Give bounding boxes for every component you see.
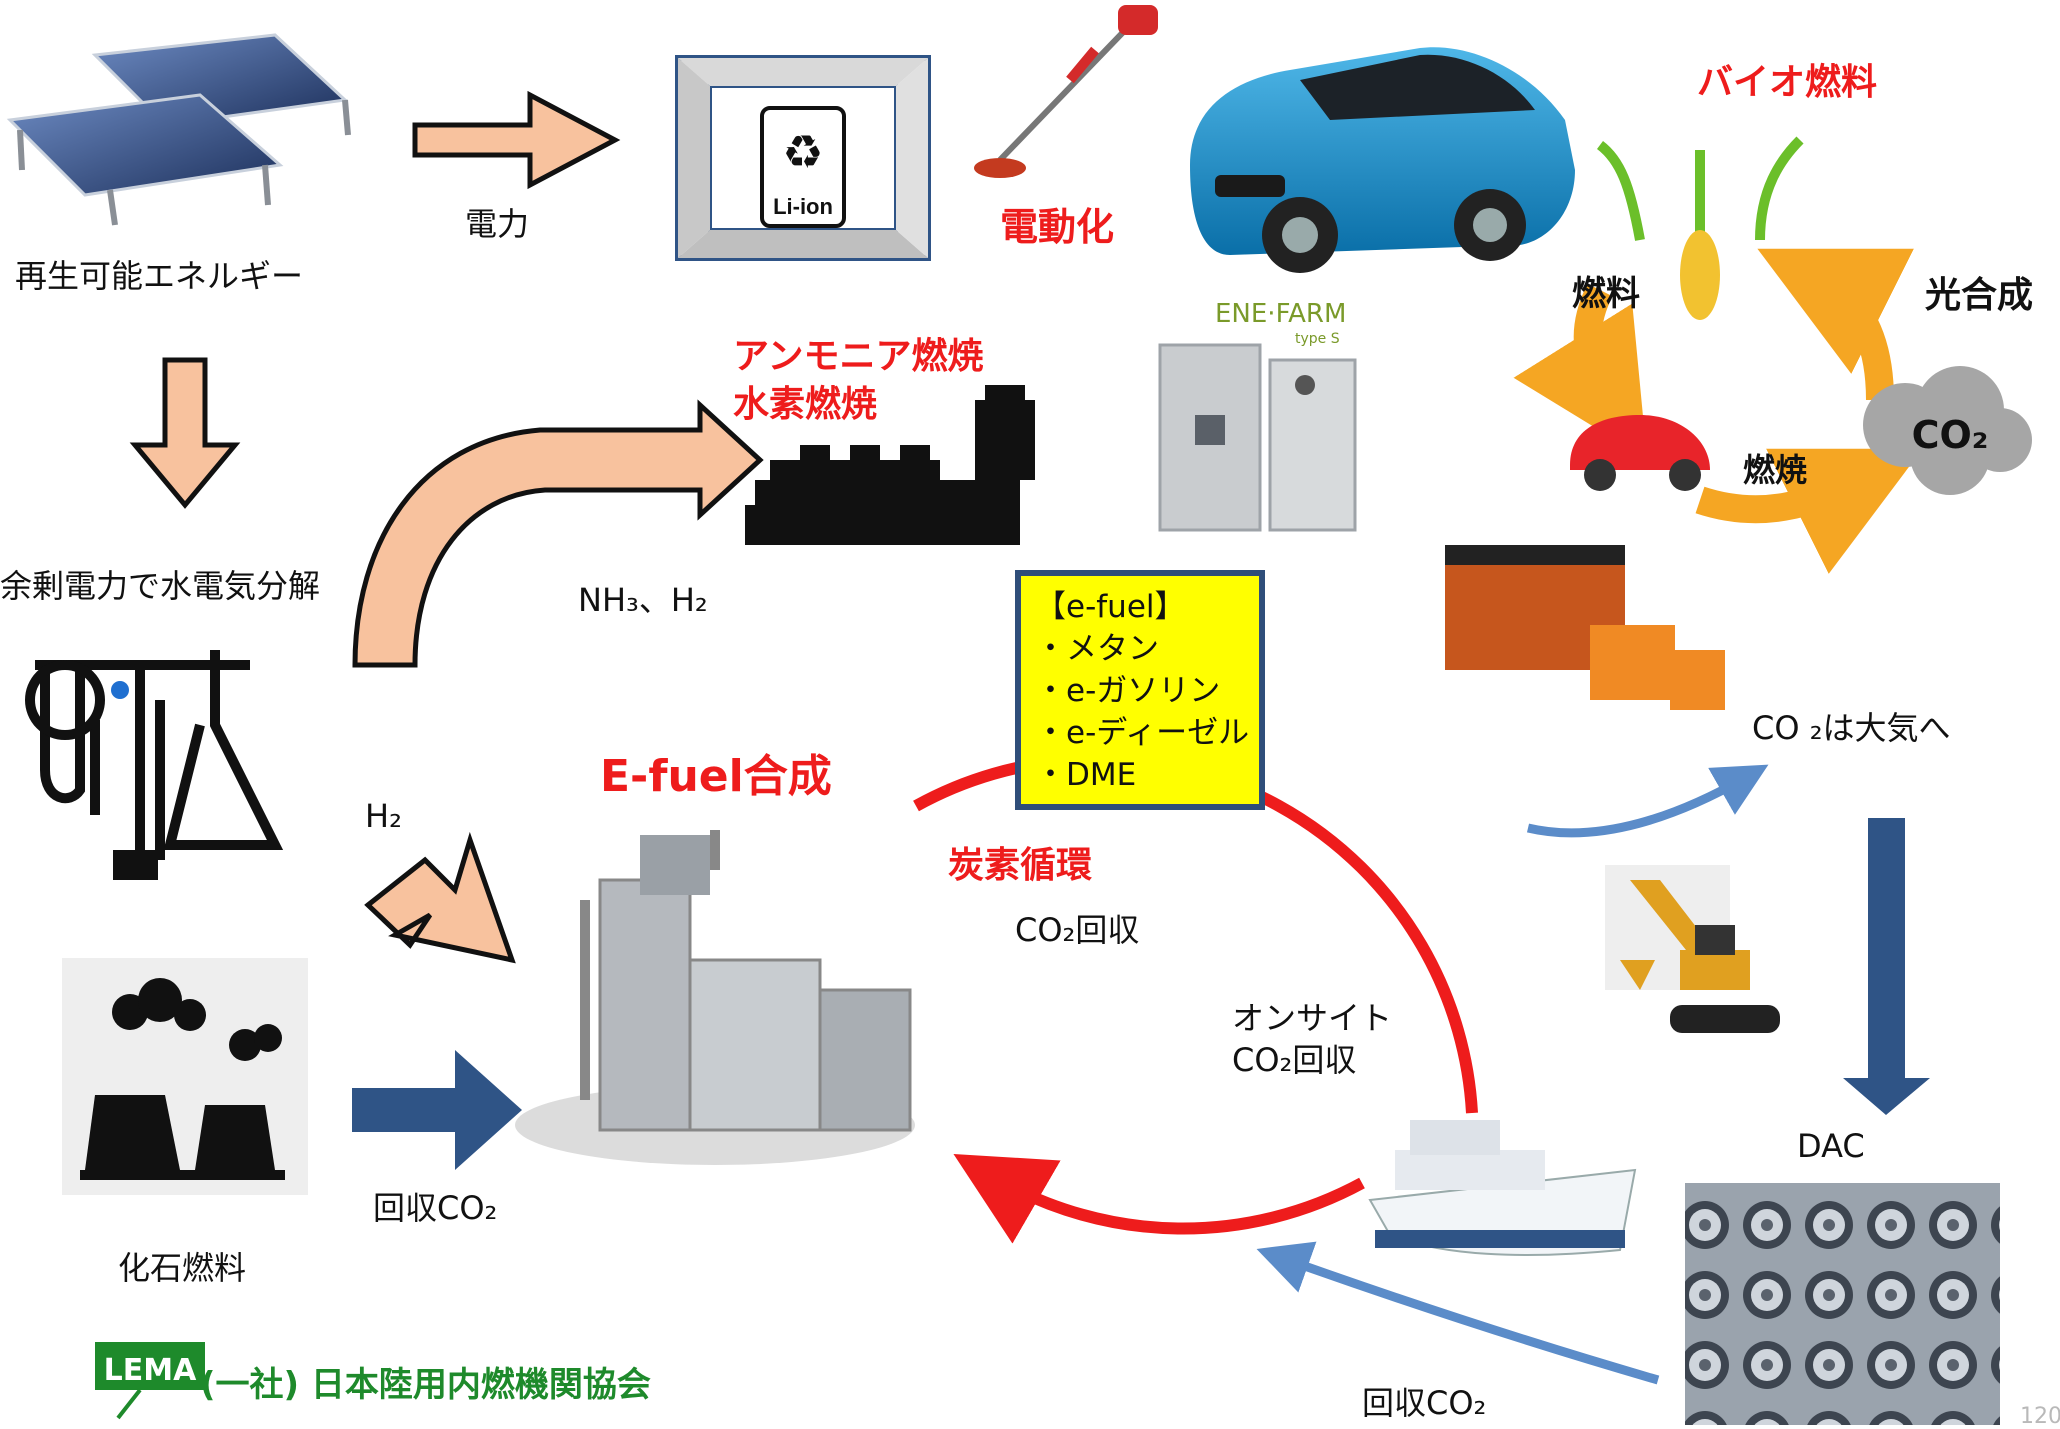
ammonia-combustion-label: アンモニア燃焼 xyxy=(733,336,984,377)
fuel-label: 燃料 xyxy=(1572,274,1640,314)
electrolysis-apparatus-icon xyxy=(25,650,284,880)
h2-arrow xyxy=(364,831,516,964)
efuel-plant-image xyxy=(515,830,915,1165)
combustion-label: 燃焼 xyxy=(1743,451,1808,489)
lema-logo-icon xyxy=(95,1342,205,1420)
li-ion-text: Li-ion xyxy=(773,194,833,219)
dac-label: DAC xyxy=(1797,1127,1865,1165)
carbon-cycle-arc xyxy=(913,753,1478,1114)
generator-image xyxy=(1445,545,1725,710)
recovered-co2-left-label: 回収CO₂ xyxy=(373,1189,498,1227)
recovered-co2-return-arrow xyxy=(1256,1241,1660,1385)
page-number: 120 xyxy=(2020,1404,2060,1429)
efuel-box-title: 【e-fuel】 xyxy=(1035,589,1186,625)
lema-logo-text: LEMA xyxy=(104,1353,197,1388)
renewable-energy-label: 再生可能エネルギー xyxy=(15,257,304,295)
dac-down-arrow xyxy=(1843,818,1930,1115)
co2-capture-label: CO₂回収 xyxy=(1015,911,1140,949)
hydrogen-combustion-label: 水素燃焼 xyxy=(733,384,878,425)
onsite-label: オンサイト xyxy=(1232,999,1393,1037)
efuel-products-box: 【e-fuel】 ・メタン ・e-ガソリン ・e-ディーゼル ・DME xyxy=(1015,570,1265,810)
carbon-cycle-label: 炭素循環 xyxy=(948,845,1093,886)
biofuel-label: バイオ燃料 xyxy=(1697,62,1878,103)
efuel-item-e-gasoline: ・e-ガソリン xyxy=(1035,673,1221,709)
enefarm-type-text: type S xyxy=(1295,331,1340,347)
fossil-fuel-label: 化石燃料 xyxy=(118,1249,247,1287)
co2-to-air-arrow xyxy=(1526,764,1769,838)
dac-facility-image xyxy=(1685,1183,2000,1425)
power-arrow xyxy=(412,90,621,190)
electrification-label: 電動化 xyxy=(1000,205,1115,249)
co2-cloud-label: CO₂ xyxy=(1912,413,1989,457)
solar-panel-image xyxy=(6,33,351,226)
recovered-co2-arrow xyxy=(352,1050,522,1170)
enefarm-image xyxy=(1158,343,1357,532)
recovered-co2-bottom-label: 回収CO₂ xyxy=(1362,1384,1487,1422)
svg-text:♻: ♻ xyxy=(782,125,823,179)
biofuel-cycle-image xyxy=(1513,136,2032,574)
trimmer-image xyxy=(974,5,1158,178)
ammonia-hydrogen-arrow xyxy=(352,399,764,668)
excavator-image xyxy=(1605,865,1780,1033)
co2-cloud-icon xyxy=(1863,366,2032,495)
li-ion-battery-icon: ♻ xyxy=(675,55,931,261)
ship-image xyxy=(1368,1120,1637,1256)
engine-icon xyxy=(745,385,1035,545)
organization-name: (一社) 日本陸用内燃機関協会 xyxy=(200,1365,651,1405)
power-label: 電力 xyxy=(465,205,530,243)
efuel-item-e-diesel: ・e-ディーゼル xyxy=(1035,715,1250,751)
enefarm-logo-text: ENE·FARM xyxy=(1215,299,1346,329)
carbon-cycle-return-arrow xyxy=(953,1153,1365,1244)
onsite-capture-label: CO₂回収 xyxy=(1232,1041,1357,1079)
efuel-synthesis-label: E-fuel合成 xyxy=(600,751,832,802)
surplus-electrolysis-label: 余剰電力で水電気分解 xyxy=(0,567,321,605)
electric-car-image xyxy=(1190,47,1575,273)
electrode-dot xyxy=(111,681,129,699)
fossil-fuel-plant-icon xyxy=(62,958,308,1195)
nh3-h2-label: NH₃、H₂ xyxy=(578,581,708,619)
h2-label: H₂ xyxy=(365,797,402,835)
efuel-item-methane: ・メタン xyxy=(1035,631,1159,667)
electrolysis-down-arrow xyxy=(129,357,241,509)
efuel-item-dme: ・DME xyxy=(1035,757,1137,793)
co2-to-air-label: CO ₂は大気へ xyxy=(1752,709,1951,747)
photosynthesis-label: 光合成 xyxy=(1925,275,2034,316)
